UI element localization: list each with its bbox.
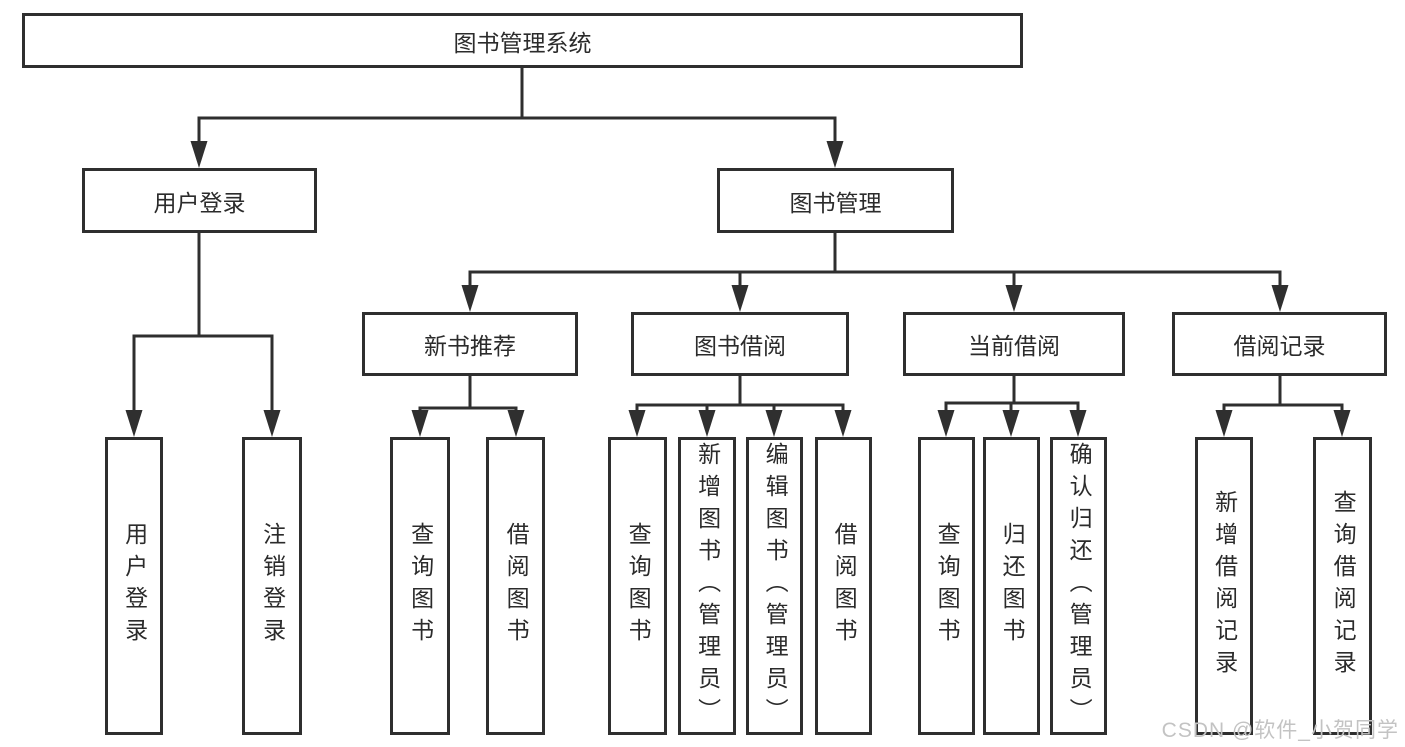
node-borrowing-records: 借阅记录 — [1172, 312, 1387, 376]
csdn-watermark: CSDN @软件_小贺同学 — [1161, 719, 1399, 742]
node-logout: 注销登录 — [242, 437, 302, 735]
node-user-login-action: 用户登录 — [105, 437, 163, 735]
node-borrow-books: 借阅图书 — [815, 437, 872, 735]
node-confirm-return-admin: 确认归还（管理员） — [1050, 437, 1107, 735]
node-add-book-admin: 新增图书（管理员） — [678, 437, 736, 735]
node-add-borrow-record: 新增借阅记录 — [1195, 437, 1253, 735]
node-query-borrow-record: 查询借阅记录 — [1313, 437, 1372, 735]
node-book-borrowing: 图书借阅 — [631, 312, 849, 376]
node-book-management: 图书管理 — [717, 168, 954, 233]
node-borrow-books: 借阅图书 — [486, 437, 545, 735]
node-new-book-recommendation: 新书推荐 — [362, 312, 578, 376]
node-user-login: 用户登录 — [82, 168, 317, 233]
node-library-management-system: 图书管理系统 — [22, 13, 1023, 68]
node-return-books: 归还图书 — [983, 437, 1040, 735]
node-query-books: 查询图书 — [608, 437, 667, 735]
node-current-borrowing: 当前借阅 — [903, 312, 1125, 376]
node-query-books: 查询图书 — [390, 437, 450, 735]
node-edit-book-admin: 编辑图书（管理员） — [746, 437, 803, 735]
node-query-books: 查询图书 — [918, 437, 975, 735]
